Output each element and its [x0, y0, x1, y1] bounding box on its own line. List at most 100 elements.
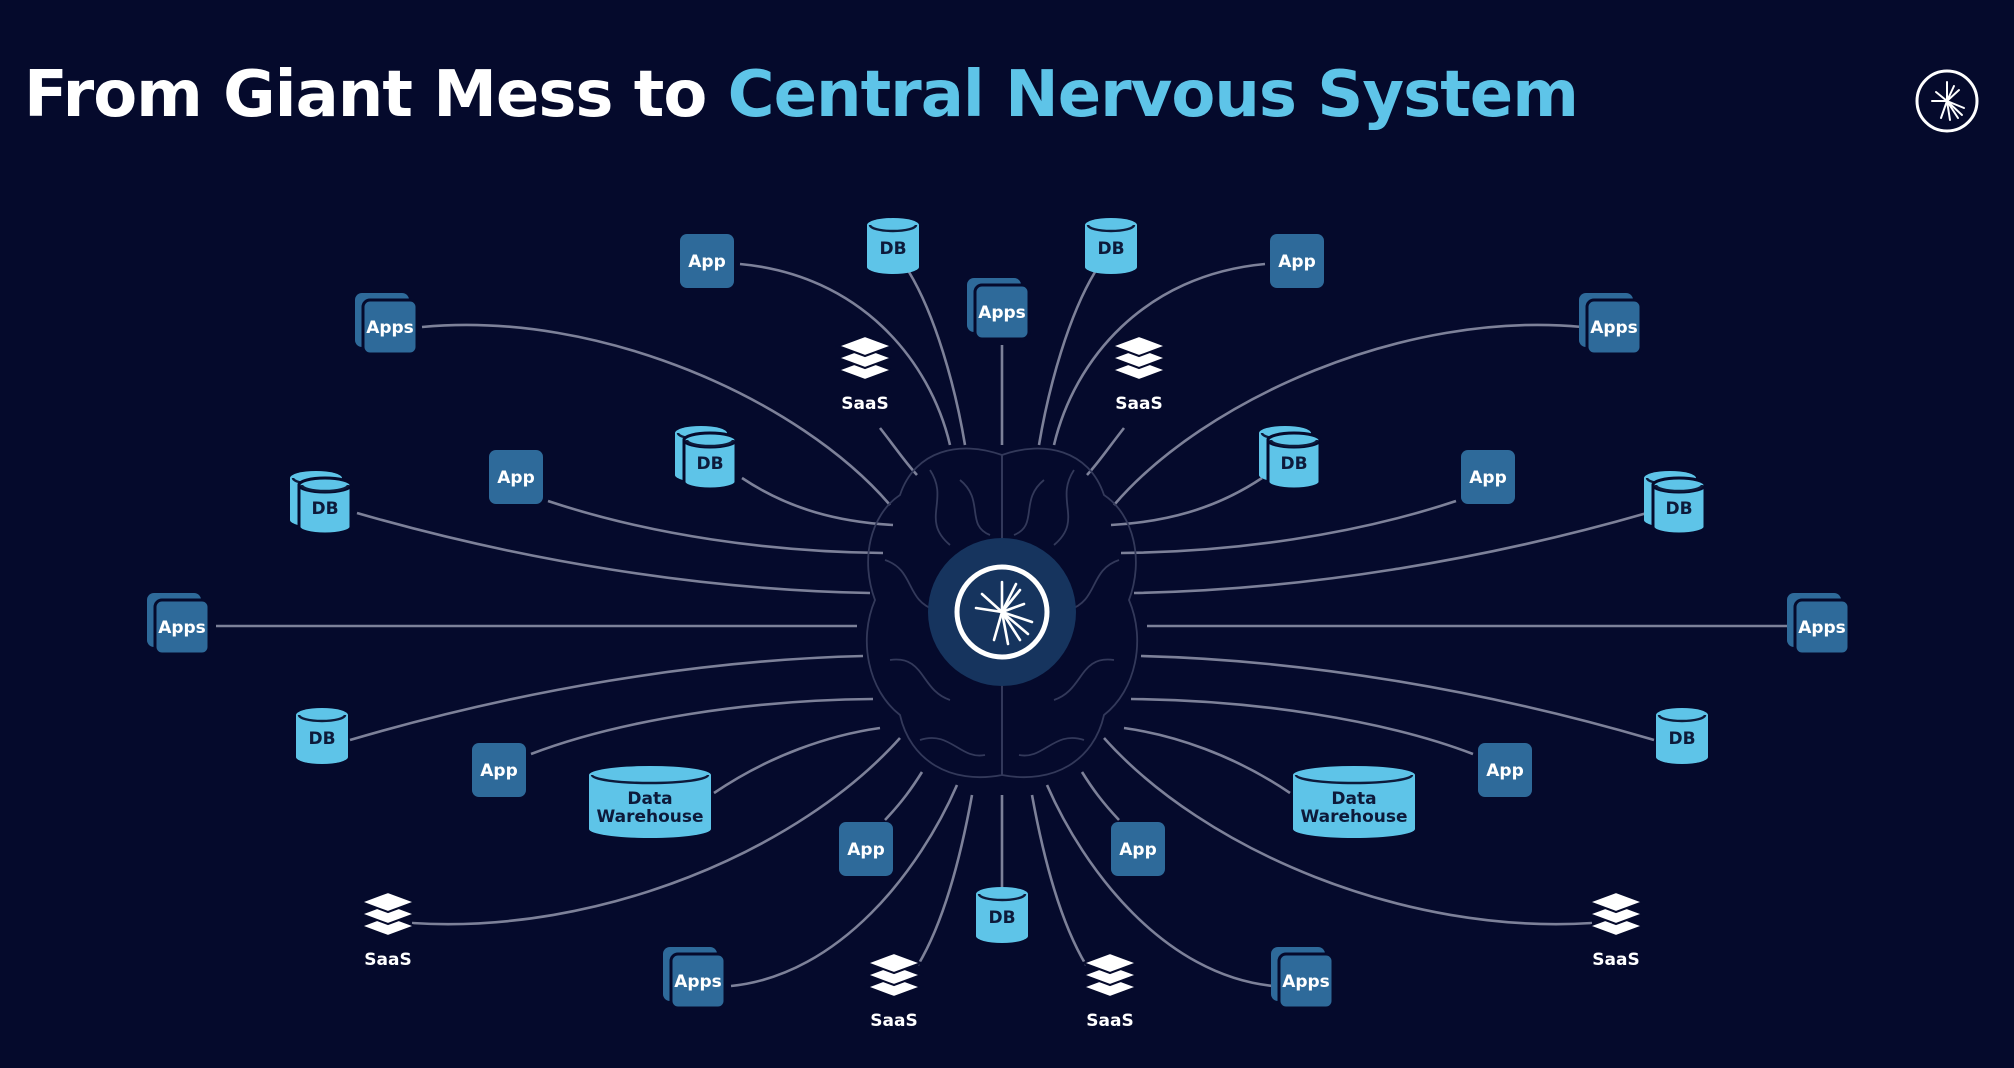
app-mid-left: App	[489, 450, 543, 504]
connection-line	[878, 427, 918, 476]
node-label: SaaS	[841, 394, 888, 414]
node-label: Data	[1331, 789, 1376, 809]
node-label: DB	[1668, 729, 1695, 749]
connection-line	[713, 726, 881, 795]
node-label: App	[1486, 761, 1524, 781]
node-label: DB	[696, 454, 723, 474]
connection-line	[1130, 697, 1474, 756]
node-label: Apps	[1282, 972, 1330, 992]
apps-bottom-right: Apps	[1271, 947, 1335, 1010]
node-label: Apps	[978, 303, 1026, 323]
title-accent: Central Nervous System	[727, 58, 1579, 132]
node-label: SaaS	[1086, 1011, 1133, 1031]
app-bottom-left: App	[839, 822, 893, 876]
app-bottom-right: App	[1111, 822, 1165, 876]
node-label: Apps	[1798, 618, 1846, 638]
node-label: App	[1278, 252, 1316, 272]
db-lower-right: DB	[1656, 708, 1708, 764]
connection-line	[530, 697, 874, 756]
node-label: DB	[1280, 454, 1307, 474]
saas-bottom-right: SaaS	[1080, 951, 1140, 1031]
node-label: Apps	[1590, 318, 1638, 338]
apps-left: Apps	[147, 593, 211, 656]
node-label: SaaS	[364, 950, 411, 970]
kafka-logo-icon	[1915, 69, 1979, 133]
node-label: Apps	[158, 618, 206, 638]
connection-line	[356, 511, 871, 595]
central-hub	[928, 538, 1076, 686]
connection-line	[907, 271, 967, 446]
db-bottom-center: DB	[976, 887, 1028, 943]
node-label: DB	[879, 239, 906, 259]
node-label: SaaS	[870, 1011, 917, 1031]
apps-bottom-left: Apps	[663, 947, 727, 1010]
connection-line	[1037, 271, 1097, 446]
saas-upper-left: SaaS	[835, 334, 895, 414]
connection-line	[1110, 476, 1263, 527]
dbs-far-right: DB	[1644, 471, 1707, 536]
node-label: App	[847, 840, 885, 860]
page-title: From Giant Mess to Central Nervous Syste…	[24, 58, 1579, 132]
db-lower-left: DB	[296, 708, 348, 764]
saas-upper-right: SaaS	[1109, 334, 1169, 414]
connection-line	[1113, 323, 1583, 506]
saas-lower-right: SaaS	[1586, 890, 1646, 970]
db-top-left: DB	[867, 218, 919, 274]
connection-line	[1080, 771, 1120, 821]
connection-line	[1030, 794, 1088, 966]
dbs-mid-left: DB	[675, 426, 738, 491]
db-top-right: DB	[1085, 218, 1137, 274]
apps-right: Apps	[1787, 593, 1851, 656]
app-top-right: App	[1270, 234, 1324, 288]
node-label: App	[688, 252, 726, 272]
connection-line	[1123, 726, 1291, 795]
connection-line	[1103, 737, 1593, 926]
node-label: Warehouse	[1300, 807, 1407, 827]
node-label: App	[480, 761, 518, 781]
connection-line	[1045, 784, 1274, 988]
saas-bottom-left: SaaS	[864, 951, 924, 1031]
connection-line	[547, 499, 884, 555]
node-label: DB	[311, 499, 338, 519]
connection-line	[349, 654, 864, 742]
connection-line	[741, 476, 894, 527]
connection-lines	[216, 262, 1788, 988]
node-label: Apps	[674, 972, 722, 992]
node-label: App	[497, 468, 535, 488]
node-label: DB	[308, 729, 335, 749]
app-top-left: App	[680, 234, 734, 288]
connection-line	[1133, 511, 1648, 595]
node-label: Warehouse	[596, 807, 703, 827]
node-label: App	[1469, 468, 1507, 488]
node-label: DB	[1097, 239, 1124, 259]
apps-top-center: Apps	[967, 278, 1031, 341]
dbs-mid-right: DB	[1259, 426, 1322, 491]
node-label: App	[1119, 840, 1157, 860]
connection-line	[1086, 427, 1126, 476]
app-lower-right: App	[1478, 743, 1532, 797]
connection-line	[1052, 262, 1266, 446]
apps-upper-right: Apps	[1579, 293, 1643, 356]
title-prefix: From Giant Mess to	[24, 58, 707, 132]
node-label: Data	[627, 789, 672, 809]
app-mid-right: App	[1461, 450, 1515, 504]
node-label: SaaS	[1115, 394, 1162, 414]
node-label: SaaS	[1592, 950, 1639, 970]
app-lower-left: App	[472, 743, 526, 797]
connection-line	[884, 771, 924, 821]
connection-line	[739, 262, 952, 446]
dbs-far-left: DB	[290, 471, 353, 536]
saas-lower-left: SaaS	[358, 890, 418, 970]
connection-line	[411, 737, 901, 926]
node-label: DB	[1665, 499, 1692, 519]
node-label: DB	[988, 908, 1015, 928]
connection-line	[421, 323, 891, 506]
apps-upper-left: Apps	[355, 293, 419, 356]
connection-line	[1120, 499, 1457, 555]
connection-line	[916, 794, 974, 966]
connection-line	[1140, 654, 1655, 742]
connection-line	[730, 784, 959, 988]
